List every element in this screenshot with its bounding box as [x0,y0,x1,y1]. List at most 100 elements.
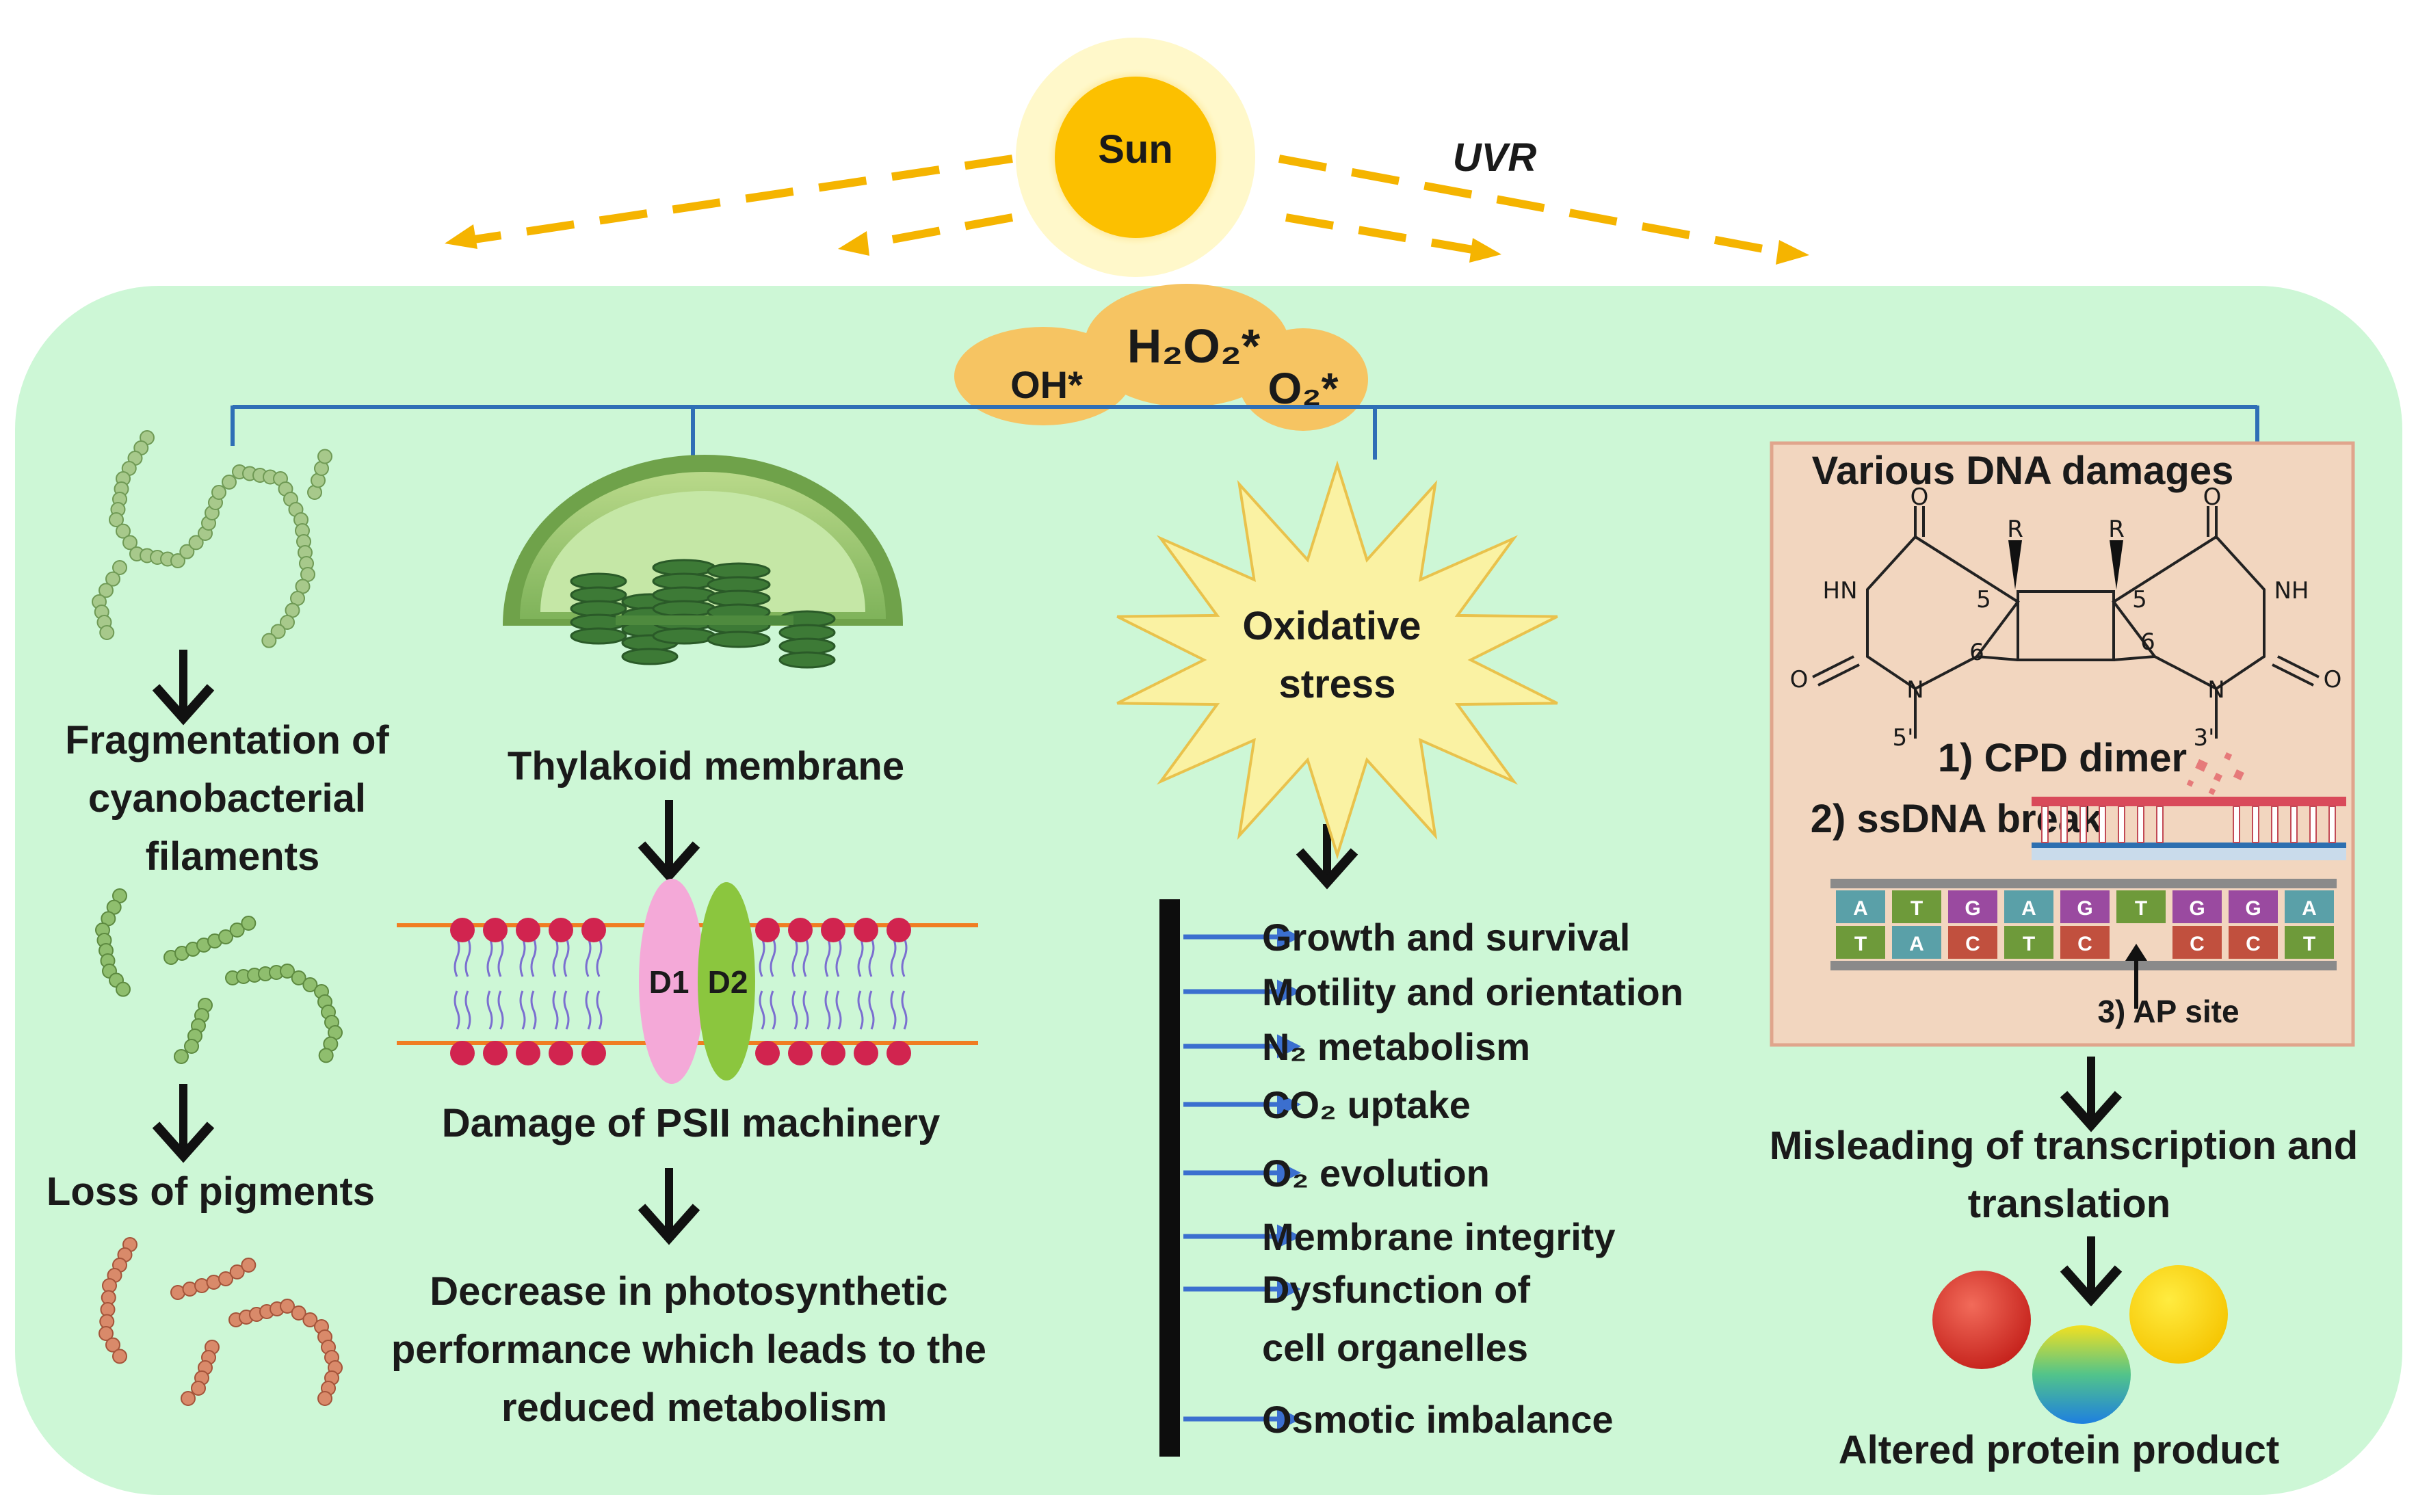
effects-bar [1159,899,1180,1457]
dna-base-pair: TA [1892,890,1941,959]
dna-base-pair: GC [2229,890,2278,959]
filament [109,430,315,648]
effect-label: Membrane integrity [1262,1215,1616,1258]
d1-protein [639,879,705,1084]
dna-base-pair: AT [2285,890,2334,959]
effect-item: O₂ evolution [1183,1152,1490,1195]
effect-item: Membrane integrity [1183,1215,1616,1258]
svg-text:5': 5' [1893,724,1914,752]
oh-label: OH* [1010,363,1083,406]
altered-protein-label: Altered protein product [1839,1428,2279,1472]
effect-label: O₂ evolution [1262,1152,1490,1195]
dna-base-pair: T [2116,890,2166,923]
dna-top-base: G [2077,897,2092,920]
svg-text:3': 3' [2194,724,2215,752]
svg-text:6: 6 [1969,639,1984,666]
filament [174,998,213,1064]
svg-text:R: R [2108,516,2125,543]
svg-text:O: O [2203,483,2222,511]
dna-base-pair: GC [2060,890,2110,959]
yellow-protein-sphere [2129,1265,2228,1364]
dna-bottom-base: T [2023,933,2035,955]
filament [95,888,131,997]
arrow-down-col4-a [2060,1057,2123,1132]
svg-text:O: O [1911,483,1929,511]
dna-base-pair: GC [2172,890,2222,959]
svg-text:5: 5 [2132,586,2147,613]
svg-text:NH: NH [2274,577,2309,605]
filament [99,1237,137,1364]
svg-text:5: 5 [1976,586,1991,613]
photosynthesis-decrease-label: Decrease in photosynthetic performance w… [391,1269,997,1430]
effect-label: CO₂ uptake [1262,1083,1471,1126]
cpd-atom-labels: O O HN NH O O N N R R 5 5 6 6 5' 3' [1790,483,2342,752]
effect-item: CO₂ uptake [1183,1083,1471,1126]
dna-bottom-base: T [2303,933,2315,955]
filament [228,1299,343,1406]
dna-break-ladder [2032,797,2346,860]
svg-text:R: R [2007,516,2023,543]
flow-arrows [152,650,2123,1307]
dna-base-pair: AT [2004,890,2053,959]
dna-fragment-debris [2186,752,2244,795]
filament [307,449,332,500]
dna-bottom-base: C [1965,933,1980,955]
effect-label: Motility and orientation [1262,970,1683,1013]
arrow-down-col2-b [638,1168,700,1245]
svg-text:HN: HN [1823,577,1858,605]
effect-item: Motility and orientation [1183,970,1683,1013]
filament [163,916,257,965]
arrow-down-col1-a [152,650,215,726]
dna-bottom-base: A [1909,933,1924,955]
thylakoid-label: Thylakoid membrane [508,744,904,788]
uvr-label: UVR [1453,135,1537,180]
svg-text:O: O [2324,666,2342,693]
svg-text:6: 6 [2140,628,2155,656]
filament [170,1258,257,1300]
arrow-down-col2-a [638,800,700,883]
dna-bottom-base: C [2246,933,2261,955]
dna-top-base: G [2189,897,2205,920]
protein-spheres [1932,1265,2228,1424]
dna-damage-title: Various DNA damages [1812,449,2234,493]
d2-protein [698,882,755,1080]
svg-text:N: N [1906,676,1923,704]
dna-top-base: G [1965,897,1980,920]
chloroplast [503,455,903,669]
filament [92,560,127,640]
dna-base-pair: GC [1948,890,1997,959]
dna-bottom-base: T [1854,933,1867,955]
mixed-protein-sphere [2032,1325,2131,1424]
sun [1016,38,1255,277]
uv-rays [464,155,1787,257]
filament [225,964,343,1063]
dna-top-base: G [2245,897,2261,920]
cpd-wedges [2008,540,2123,589]
dna-top-base: A [1853,897,1868,920]
d1-label: D1 [649,964,690,1000]
dna-top-base: A [2302,897,2317,920]
ap-pointer-head [2125,944,2147,961]
arrow-down-col4-b [2060,1236,2123,1307]
misleading-label: Misleading of transcription and translat… [1770,1124,2369,1226]
psii-damage-label: Damage of PSII machinery [442,1101,940,1145]
cpd-structure [1812,506,2320,739]
dna-top-base: T [2135,897,2147,920]
effect-label: N₂ metabolism [1262,1025,1530,1068]
red-protein-sphere [1932,1271,2031,1369]
effect-item: Osmotic imbalance [1183,1398,1614,1441]
svg-text:O: O [1790,666,1809,693]
filament [181,1340,220,1406]
d2-label: D2 [708,964,748,1000]
dna-bottom-base: C [2190,933,2205,955]
effect-label: Growth and survival [1262,916,1630,959]
uv-ray-heads [445,224,1809,265]
oxidative-stress-burst [1116,460,1558,860]
dna-top-base: A [2021,897,2036,920]
arrow-down-col3 [1296,824,1358,890]
